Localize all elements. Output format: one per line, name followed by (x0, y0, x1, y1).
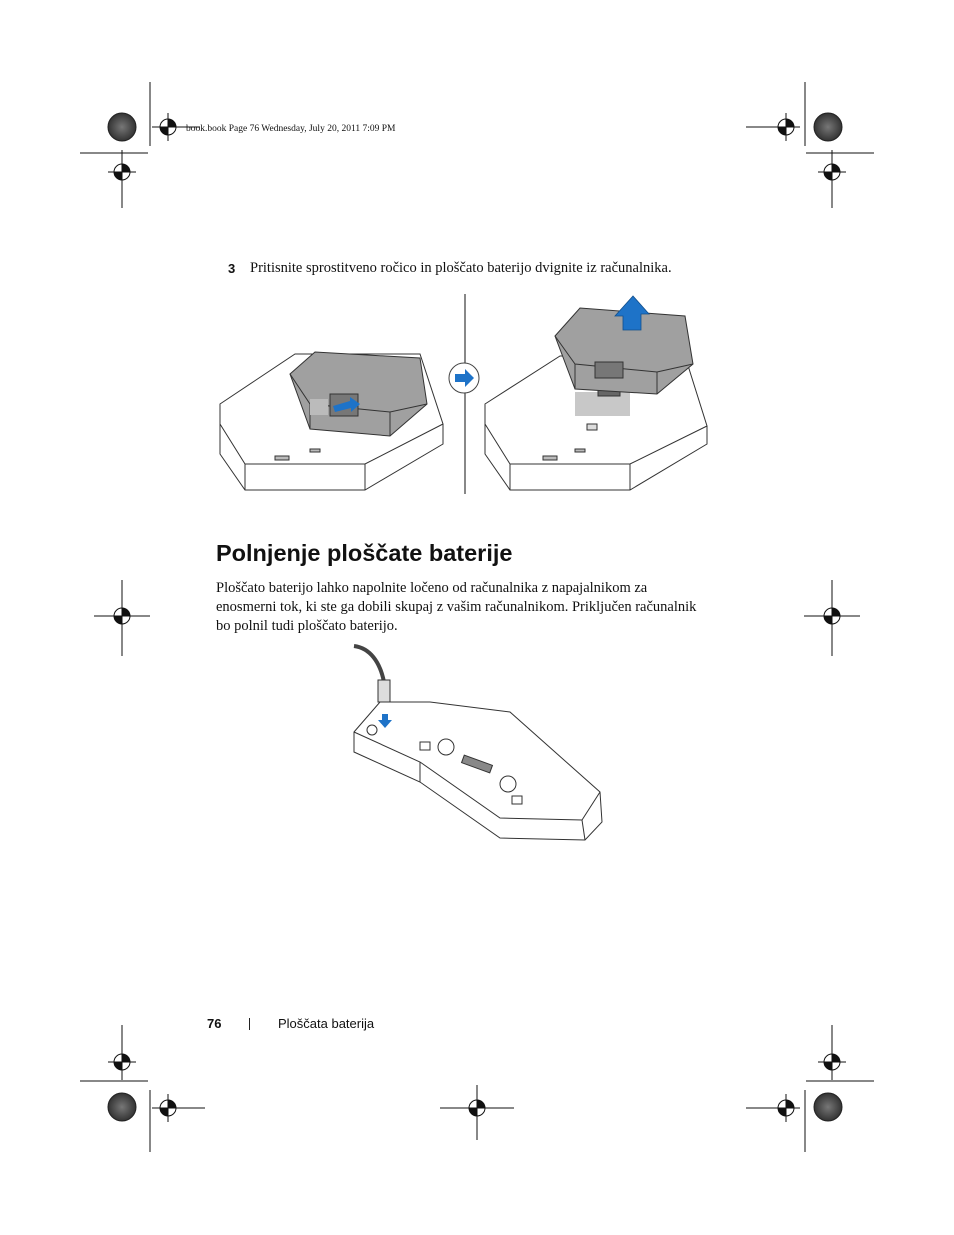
footer-chapter-title: Ploščata baterija (278, 1016, 375, 1031)
section-title: Polnjenje ploščate baterije (216, 540, 513, 566)
section-paragraph: Ploščato baterijo lahko napolnite ločeno… (216, 580, 697, 634)
slice-battery-image (353, 701, 603, 841)
lift-arrow-icon (614, 295, 650, 331)
crop-mark-bottom-right (746, 1025, 874, 1152)
print-header-info: book.book Page 76 Wednesday, July 20, 20… (186, 124, 396, 134)
crop-mark-mid-right (804, 580, 860, 656)
laptop-with-battery-image (219, 351, 444, 491)
laptop-without-battery-image (484, 307, 708, 491)
crop-mark-mid-left (94, 580, 150, 656)
step-number: 3 (228, 261, 236, 276)
battery-charging-illustration (353, 644, 603, 841)
ac-adapter-cable (353, 644, 386, 683)
crop-mark-top-left (80, 82, 200, 208)
battery-removal-illustration (219, 294, 708, 494)
crop-mark-top-right (746, 82, 874, 208)
page-number: 76 (207, 1016, 222, 1031)
footer-separator (249, 1018, 250, 1030)
crop-mark-bottom-center (440, 1085, 514, 1140)
push-arrow-icon (333, 397, 360, 412)
step-text: Pritisnite sprostitveno ročico in plošča… (250, 260, 672, 276)
crop-mark-bottom-left (80, 1025, 205, 1152)
plug-in-arrow-icon (378, 714, 392, 728)
